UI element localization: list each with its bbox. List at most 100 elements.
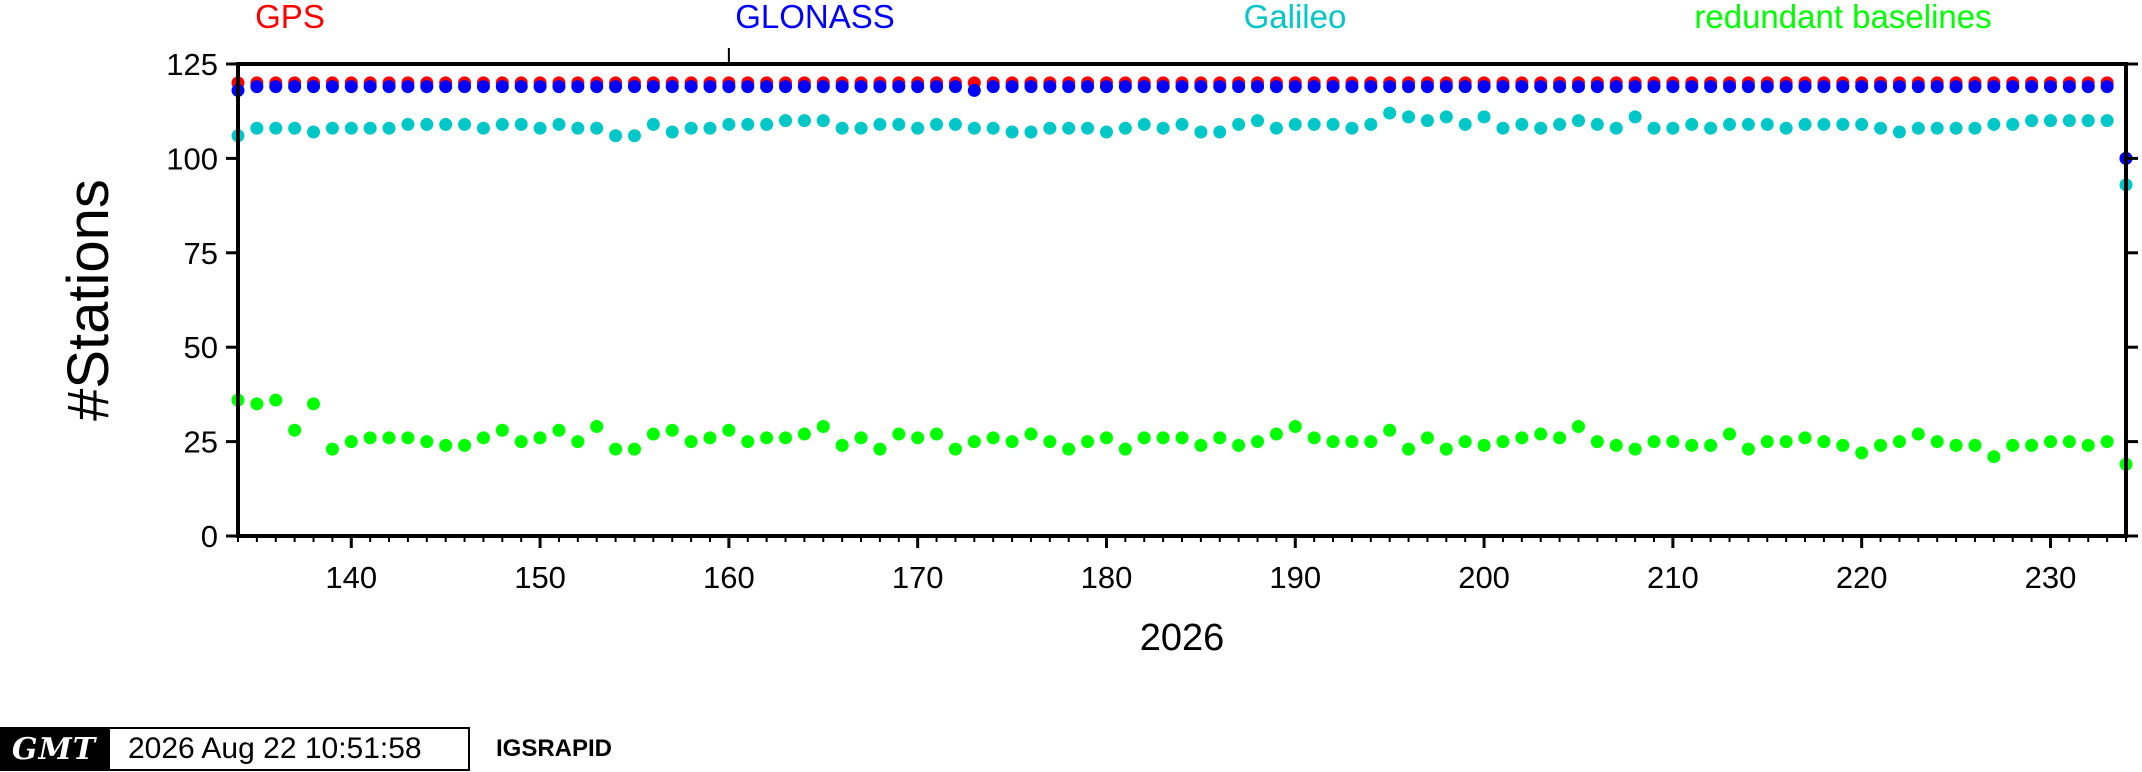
data-point <box>741 435 755 449</box>
data-point <box>1571 80 1585 94</box>
data-point <box>1666 435 1680 449</box>
data-point <box>2100 80 2114 94</box>
data-point <box>1118 80 1132 94</box>
data-point <box>1099 80 1113 94</box>
x-tick-label: 150 <box>514 560 566 595</box>
data-point <box>1930 121 1944 135</box>
data-point <box>571 121 585 135</box>
data-point <box>684 435 698 449</box>
data-point <box>363 121 377 135</box>
data-point <box>1534 80 1548 94</box>
data-point <box>1571 419 1585 433</box>
data-point <box>1760 435 1774 449</box>
data-point <box>609 442 623 456</box>
data-point <box>1911 80 1925 94</box>
data-point <box>703 121 717 135</box>
data-point <box>854 80 868 94</box>
data-point <box>646 117 660 131</box>
data-point <box>854 121 868 135</box>
data-point <box>401 431 415 445</box>
data-point <box>1099 125 1113 139</box>
data-point <box>741 117 755 131</box>
data-point <box>325 80 339 94</box>
data-point <box>1232 438 1246 452</box>
data-point <box>1723 427 1737 441</box>
x-tick-label: 180 <box>1081 560 1133 595</box>
data-point <box>779 431 793 445</box>
x-tick-label: 170 <box>892 560 944 595</box>
data-point <box>609 80 623 94</box>
data-point <box>1590 80 1604 94</box>
data-point <box>1949 121 1963 135</box>
data-point <box>816 80 830 94</box>
data-point <box>1458 117 1472 131</box>
footer: GMT 2026 Aug 22 10:51:58 IGSRAPID <box>0 727 612 771</box>
data-point <box>2062 114 2076 128</box>
legend-entry: redundant baselines <box>1694 0 1991 35</box>
data-point <box>2043 114 2057 128</box>
y-tick-label: 0 <box>201 519 218 554</box>
data-point <box>344 435 358 449</box>
data-point <box>609 129 623 143</box>
data-point <box>1779 121 1793 135</box>
data-point <box>1949 80 1963 94</box>
data-point <box>552 423 566 437</box>
data-point <box>2100 114 2114 128</box>
data-point <box>2025 114 2039 128</box>
gmt-logo: GMT <box>0 727 108 771</box>
source-label: IGSRAPID <box>496 735 613 762</box>
data-point <box>1137 431 1151 445</box>
data-point <box>1251 114 1265 128</box>
data-point <box>250 121 264 135</box>
legend-entry: GPS <box>255 0 325 35</box>
data-point <box>1005 435 1019 449</box>
data-point <box>1779 80 1793 94</box>
data-point <box>1477 80 1491 94</box>
data-point <box>288 121 302 135</box>
data-point <box>2043 80 2057 94</box>
data-point <box>1817 117 1831 131</box>
data-point <box>873 117 887 131</box>
data-point <box>1326 80 1340 94</box>
data-point <box>1930 80 1944 94</box>
data-point <box>760 80 774 94</box>
data-point <box>665 423 679 437</box>
data-point <box>1836 438 1850 452</box>
data-point <box>1062 121 1076 135</box>
data-point <box>1987 450 2001 464</box>
data-point <box>1137 117 1151 131</box>
data-point <box>1628 442 1642 456</box>
data-point <box>307 397 321 411</box>
data-point <box>1326 117 1340 131</box>
data-point <box>1118 121 1132 135</box>
data-point <box>948 80 962 94</box>
data-point <box>892 427 906 441</box>
data-point <box>495 80 509 94</box>
data-point <box>1741 80 1755 94</box>
data-point <box>1081 80 1095 94</box>
data-point <box>401 80 415 94</box>
data-point <box>1590 435 1604 449</box>
data-point <box>514 435 528 449</box>
series-2 <box>231 80 2133 165</box>
data-point <box>627 80 641 94</box>
data-point <box>665 80 679 94</box>
data-point <box>2025 80 2039 94</box>
data-point <box>967 83 981 97</box>
data-point <box>1666 80 1680 94</box>
data-point <box>1874 438 1888 452</box>
data-point <box>307 80 321 94</box>
data-point <box>854 431 868 445</box>
data-point <box>1496 435 1510 449</box>
data-point <box>1496 121 1510 135</box>
data-point <box>1458 80 1472 94</box>
data-point <box>458 117 472 131</box>
data-point <box>1892 125 1906 139</box>
data-point <box>627 442 641 456</box>
x-tick-label: 210 <box>1647 560 1699 595</box>
x-axis-label: 2026 <box>1140 617 1225 659</box>
data-point <box>344 121 358 135</box>
data-point <box>1345 121 1359 135</box>
data-point <box>779 114 793 128</box>
